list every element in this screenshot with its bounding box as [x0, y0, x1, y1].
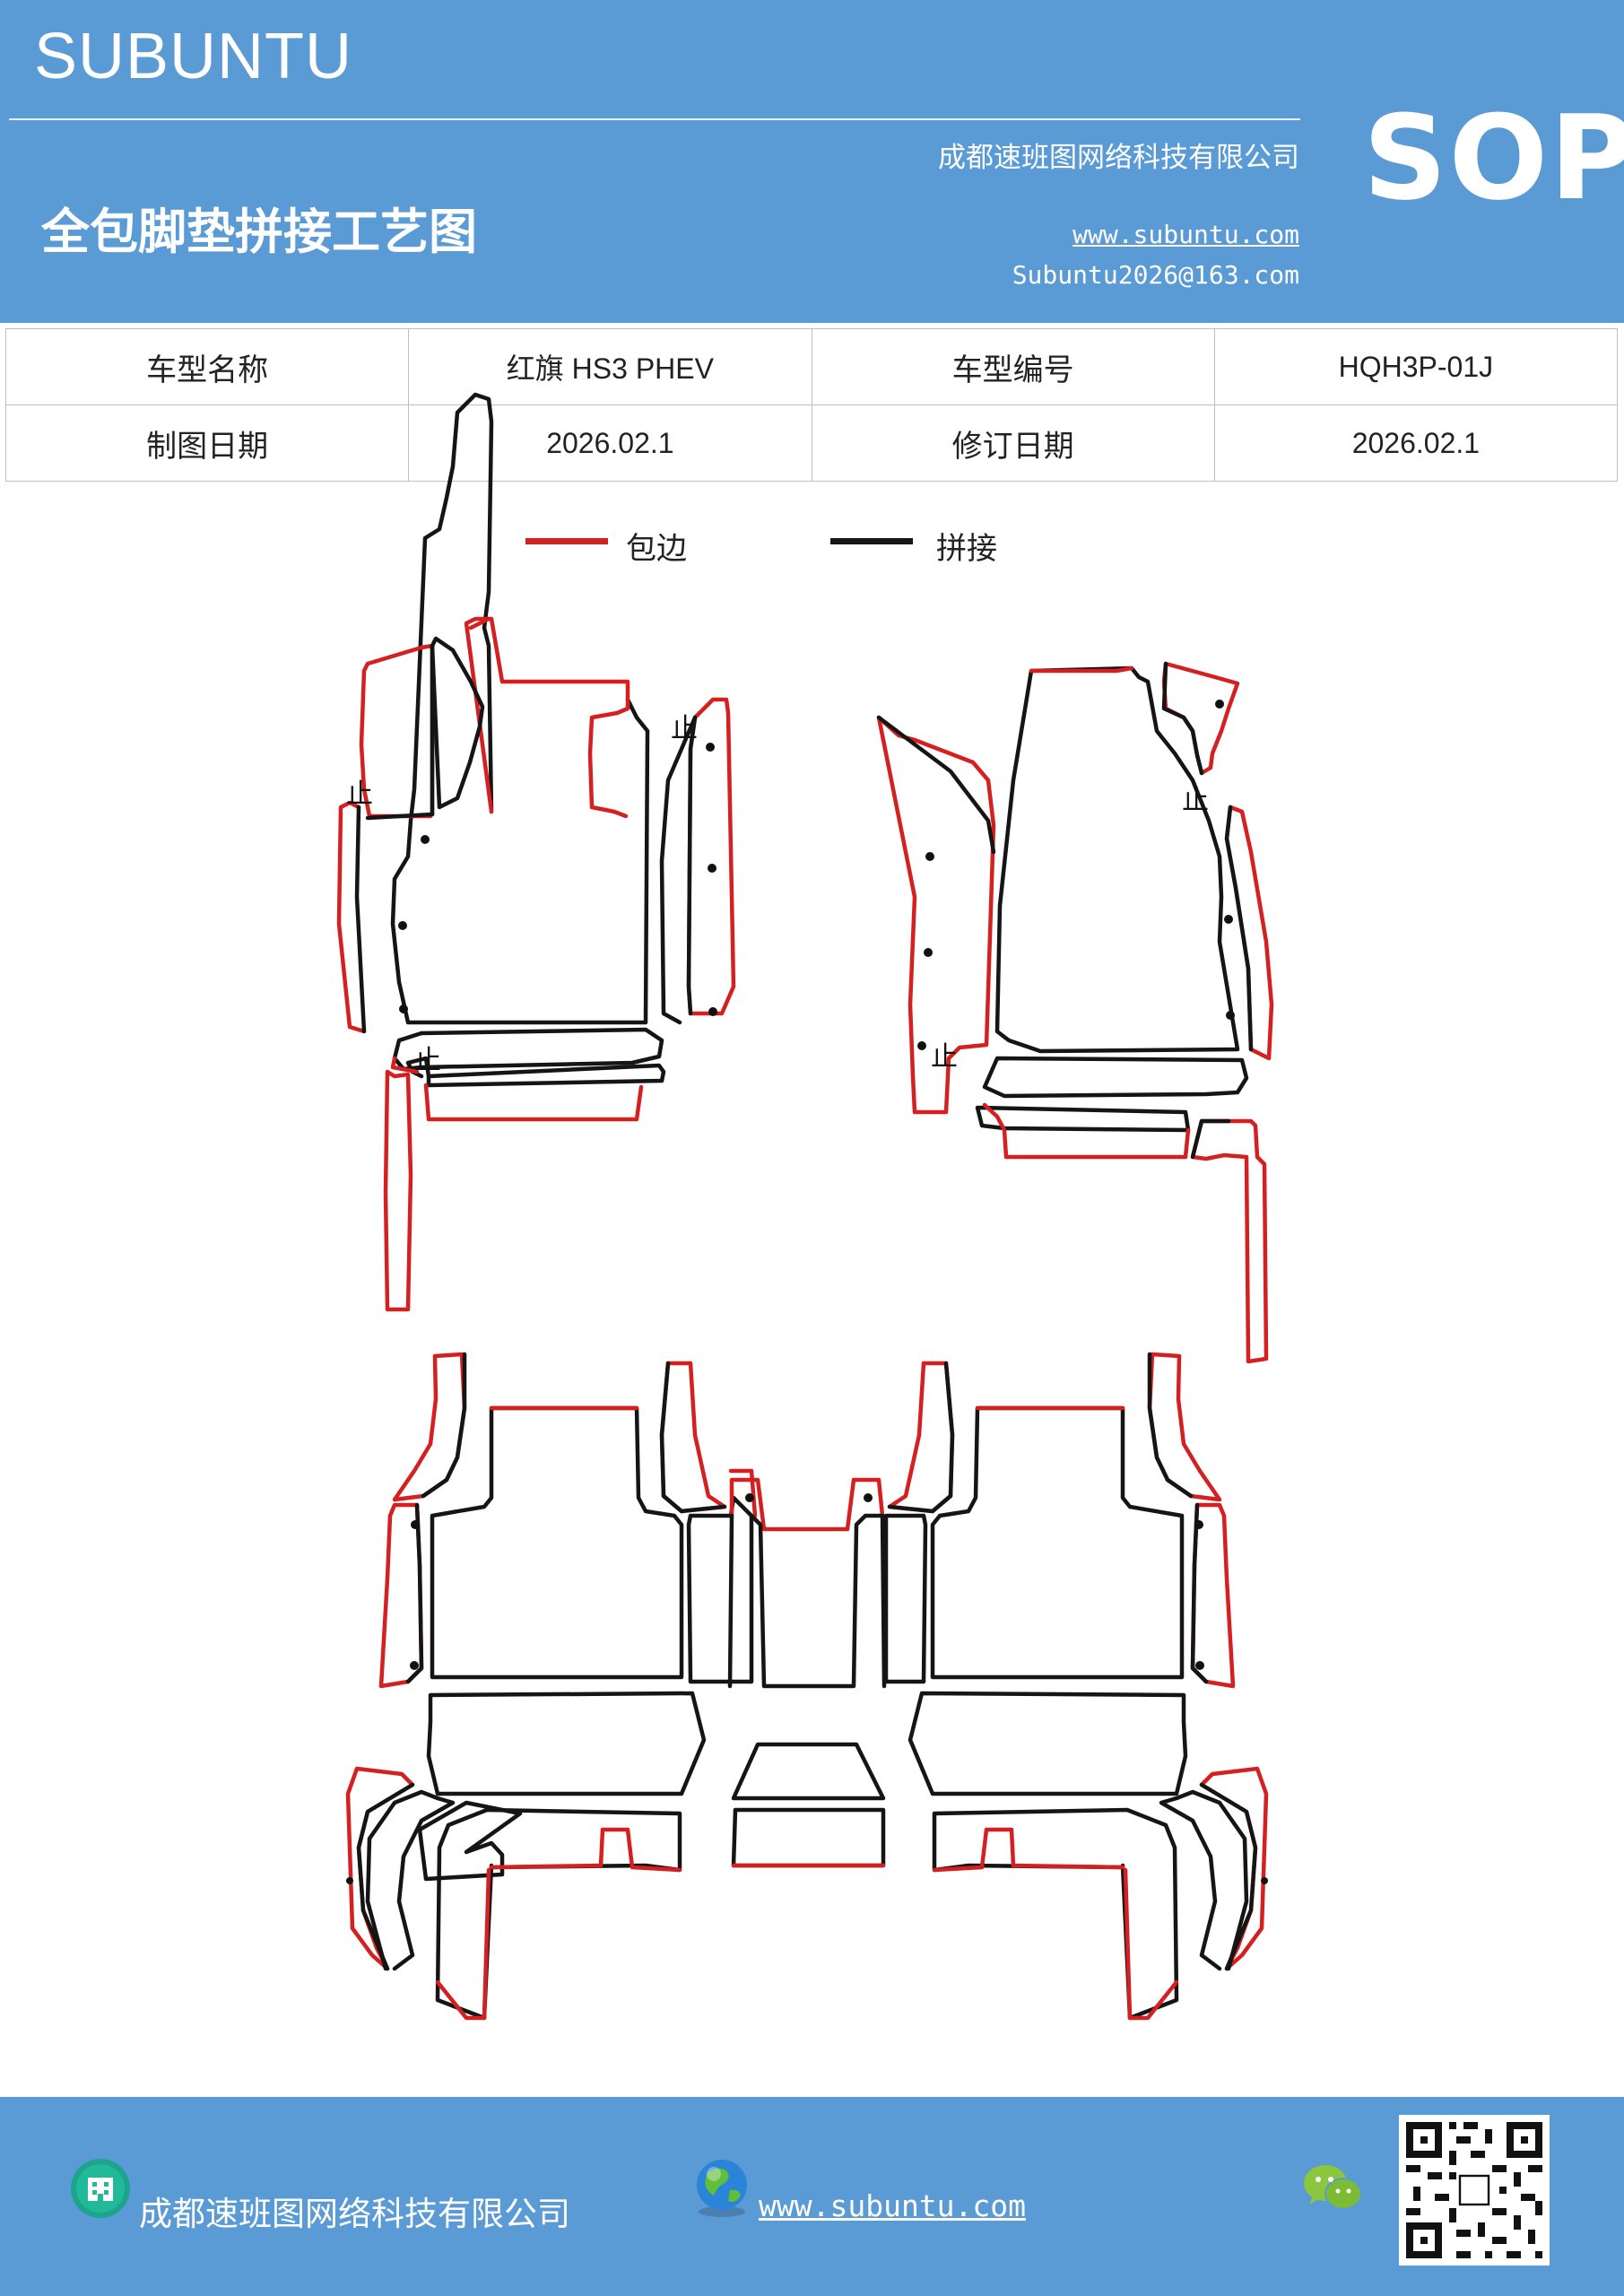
header-banner: SUBUNTU 成都速班图网络科技有限公司 全包脚垫拼接工艺图 www.subu…: [0, 0, 1624, 323]
table-row: 制图日期 2026.02.1 修订日期 2026.02.1: [4, 404, 1619, 482]
table-row: 车型名称 红旗 HS3 PHEV 车型编号 HQH3P-01J: [4, 328, 1619, 405]
model-code-value: HQH3P-01J: [1213, 328, 1619, 405]
rear-left-mat-group: [345, 1352, 758, 2021]
rear-center-mat-group: [727, 1477, 887, 1868]
email-address[interactable]: Subuntu2026@163.com: [1012, 260, 1299, 290]
rear-left-side-strip-2: [378, 1502, 424, 1689]
footer-banner: 成都速班图网络科技有限公司 www.subuntu.com: [0, 2097, 1624, 2296]
rear-left-lower-mat: [426, 1691, 707, 1796]
front-left-mat-group: [336, 392, 736, 1312]
footer-company-name: 成都速班图网络科技有限公司: [139, 2195, 570, 2233]
rear-left-main-mat: [430, 1405, 684, 1680]
rear-left-side-strip: [392, 1352, 467, 1502]
qr-code-pattern: [1399, 2115, 1550, 2266]
document-title: 全包脚垫拼接工艺图: [41, 204, 477, 260]
join-legend-label: 拼接: [936, 531, 997, 567]
front-left-side-strip: [336, 800, 367, 1034]
front-right-long-strip: [1190, 1118, 1269, 1364]
revise-date-label: 修订日期: [811, 404, 1215, 482]
draw-date-label: 制图日期: [4, 404, 410, 482]
front-left-long-strip: [383, 1069, 413, 1312]
stop-mark: 止: [931, 1041, 958, 1073]
stop-marks: 止 止 止 止 止: [346, 713, 1209, 1076]
edge-legend-swatch: [525, 538, 608, 544]
model-code-label: 车型编号: [811, 328, 1215, 405]
rear-right-mat-group: [883, 1352, 1269, 2021]
legend: 包边 拼接: [0, 520, 1624, 574]
building-icon: [71, 2159, 130, 2218]
company-name: 成都速班图网络科技有限公司: [938, 142, 1299, 174]
header-divider: [9, 118, 1300, 120]
wechat-icon[interactable]: [1302, 2161, 1365, 2215]
front-right-mat-group: [876, 661, 1274, 1364]
rear-center-tunnel-top: [729, 1477, 885, 1532]
brand-logo: SUBUNTU: [34, 21, 353, 92]
edge-legend-label: 包边: [626, 531, 687, 567]
website-link[interactable]: www.subuntu.com: [1073, 220, 1299, 249]
rear-center-bottom-block: [731, 1807, 886, 1868]
sop-badge: SOP: [1363, 90, 1624, 226]
stop-mark: 止: [671, 713, 698, 744]
join-legend-swatch: [830, 538, 913, 544]
fastener-dots: [346, 700, 1268, 1884]
model-name-label: 车型名称: [4, 328, 410, 405]
globe-icon: [697, 2160, 747, 2217]
rear-center-trapezoid: [731, 1742, 886, 1801]
vehicle-info-table: 车型名称 红旗 HS3 PHEV 车型编号 HQH3P-01J 制图日期 202…: [4, 328, 1619, 482]
model-name-value: 红旗 HS3 PHEV: [408, 328, 812, 405]
rear-left-center-tab: [659, 1361, 727, 1514]
front-right-side-strip: [876, 715, 996, 1115]
revise-date-value: 2026.02.1: [1213, 404, 1619, 482]
draw-date-value: 2026.02.1: [408, 404, 812, 482]
stop-mark: 止: [1182, 785, 1209, 816]
rear-center-tunnel-mat: [749, 1513, 887, 1689]
qr-code[interactable]: [1399, 2115, 1550, 2266]
front-right-main-mat: [994, 665, 1240, 1054]
rear-left-bottom-mat: [435, 1807, 682, 2021]
stop-mark: 止: [346, 778, 373, 810]
stop-mark: 止: [414, 1045, 441, 1076]
footer-website-link[interactable]: www.subuntu.com: [759, 2188, 1027, 2223]
front-left-main-mat: [390, 392, 650, 1025]
